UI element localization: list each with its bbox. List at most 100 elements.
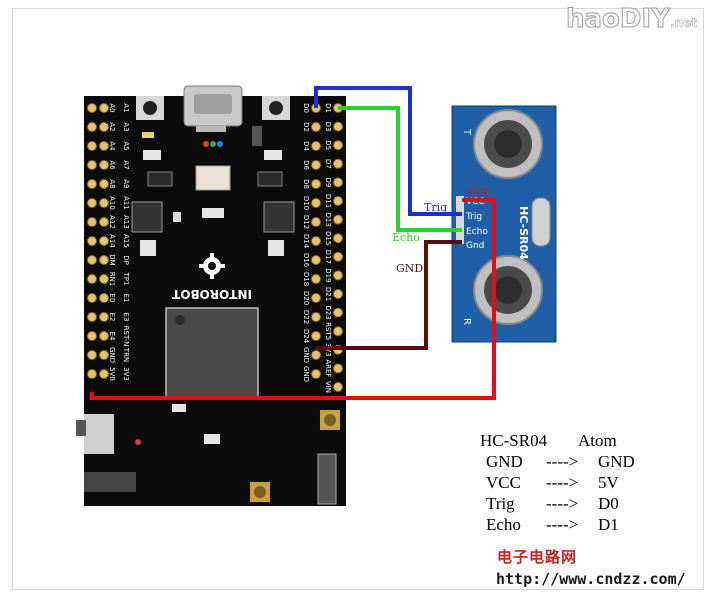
pin-hole [87, 141, 97, 151]
logo-main-text: haoDIY [566, 4, 671, 35]
pin-hole [99, 198, 109, 208]
pin-hole [99, 236, 109, 246]
smd-cap-1 [143, 150, 161, 160]
pin-hole [87, 217, 97, 227]
side-connector [84, 472, 136, 492]
wire-vcc [90, 198, 496, 400]
sensor-corner-left-label: T [461, 128, 472, 136]
pin-hole [311, 217, 321, 227]
pin-label: GND [302, 366, 310, 382]
sensor-pin-gnd: Gnd [466, 241, 484, 251]
pin-label: D13 [324, 212, 332, 226]
rgb-led-green [210, 141, 216, 147]
sensor-pin-trig: Trig [465, 212, 482, 222]
pin-hole [311, 160, 321, 170]
legend-from: GND [486, 452, 523, 471]
rgb-led-blue [217, 141, 223, 147]
smd-cap-2 [264, 150, 282, 160]
pin-hole [99, 369, 109, 379]
pin-hole [99, 350, 109, 360]
pin-label: D23 [324, 305, 332, 319]
usb-port-opening [194, 94, 232, 114]
pin-label: DM [108, 254, 116, 265]
pin-label: A3 [122, 122, 130, 131]
pin-hole [99, 293, 109, 303]
smd-resistor [202, 208, 224, 218]
logo-suffix-text: .net [670, 16, 697, 31]
pin-label: E2 [108, 313, 116, 322]
sensor-pin-header [456, 196, 464, 244]
pin-hole [333, 363, 343, 374]
pin-label: GND [302, 347, 310, 363]
diagram-frame [12, 8, 704, 590]
pin-hole [87, 293, 97, 303]
pin-label: A9 [122, 179, 130, 188]
pin-hole [99, 141, 109, 151]
legend-from: VCC [486, 473, 521, 492]
pin-label: D9 [324, 177, 332, 187]
pin-hole [87, 103, 97, 113]
battery-connector [84, 414, 114, 454]
pin-label: E0 [108, 294, 116, 303]
pin-hole [311, 312, 321, 322]
pin-label: TP1 [122, 272, 130, 286]
wire-label-echo: Echo [392, 231, 420, 244]
pin-label: D15 [324, 231, 332, 245]
pin-label: A14 [108, 234, 116, 248]
led-red-small [135, 439, 141, 445]
pin-headers [87, 103, 343, 392]
pin-label: D20 [302, 291, 310, 305]
pin-hole [311, 122, 321, 132]
pin-label: D1 [324, 103, 332, 113]
pin-hole [333, 140, 343, 151]
legend-arrow: ----> [546, 494, 579, 513]
pin-hole [87, 274, 97, 284]
watermark-site-name: 电子电路网 [497, 548, 578, 566]
pin-label: A0 [108, 103, 116, 112]
pin-hole [333, 177, 343, 188]
pin-hole [333, 382, 343, 392]
chip-dot [175, 315, 185, 325]
smd-pair-left [140, 240, 156, 256]
pin-hole [311, 369, 321, 379]
intorobot-board: INTOROBOT A0A2A4A6A8A10A12A14DMRN1E0E2E4… [76, 85, 346, 506]
sensor-pin-echo: Echo [466, 227, 488, 237]
pin-hole [311, 293, 321, 303]
legend-from: Echo [486, 515, 521, 534]
pin-label: D14 [302, 234, 310, 249]
pin-label: A1 [122, 103, 130, 112]
pin-label: DP [122, 255, 130, 265]
pin-label: A4 [108, 141, 116, 151]
pin-hole [333, 233, 343, 244]
wire-label-vcc: VCC [466, 186, 492, 199]
pin-label: RN1 [108, 272, 116, 287]
pin-hole [99, 255, 109, 265]
wire-label-trig: Trig [424, 201, 447, 214]
site-logo: haoDIY.net [566, 4, 698, 35]
hc-sr04-sensor: T R HC-SR04 VCC Trig Echo Gnd [451, 105, 557, 343]
pin-hole [87, 198, 97, 208]
pin-hole [99, 331, 109, 341]
pin-label: D19 [324, 268, 332, 282]
legend-row: Echo---->D1 [480, 514, 650, 535]
pin-hole [99, 160, 109, 170]
legend-arrow: ----> [546, 515, 579, 534]
legend-header-board: Atom [578, 431, 617, 450]
pin-label: A5 [122, 141, 130, 150]
mode-button-cap [269, 101, 283, 115]
pin-label: A6 [108, 160, 116, 170]
pin-label: E1 [122, 294, 130, 303]
smd-pair-right [268, 240, 284, 256]
legend-row: GND---->GND [480, 451, 650, 472]
regulator-2 [257, 171, 283, 187]
legend-row: VCC---->5V [480, 472, 650, 493]
pin-label: D7 [324, 159, 332, 169]
chip-left [131, 201, 163, 233]
pin-label: A13 [122, 215, 130, 229]
pin-hole [333, 196, 343, 206]
pin-label: D3 [324, 122, 332, 132]
pin-label: A12 [108, 215, 116, 229]
pin-label: GND [108, 347, 116, 363]
